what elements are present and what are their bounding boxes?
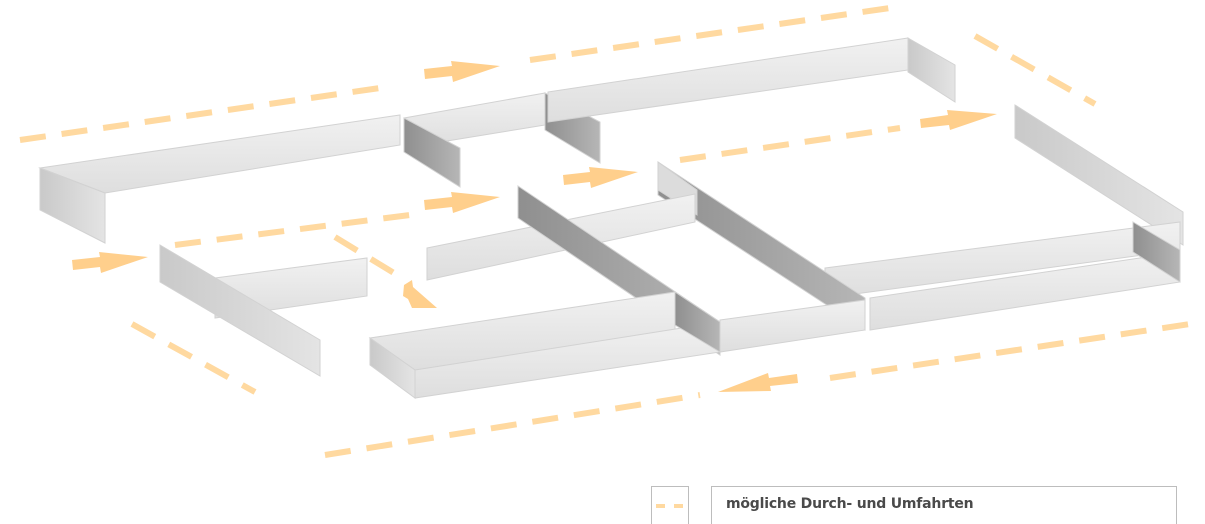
route-line-bottom-right (829, 321, 1191, 381)
arrow-right-icon (563, 167, 638, 188)
wall-top-center-dark (403, 117, 461, 188)
dashed-line-icon (674, 504, 683, 508)
wall-top-right-face (547, 37, 909, 123)
route-line-top-left (19, 85, 381, 143)
arrow-down-icon (403, 280, 437, 308)
wall-right-diagonal (1014, 104, 1184, 246)
wall-middle-lower (719, 299, 866, 353)
route-line-middle-left (174, 212, 411, 248)
wall-bottom-dark (674, 291, 721, 353)
legend-label: mögliche Durch- und Umfahrten (726, 496, 974, 512)
legend-label-box: mögliche Durch- und Umfahrten (711, 486, 1177, 524)
wall-top-left-end (39, 167, 106, 244)
route-lines (19, 5, 1191, 458)
wall-right-dark-end (1132, 221, 1181, 283)
arrow-right-icon (424, 192, 500, 213)
route-line-left-diagonal (130, 321, 257, 395)
route-arrows (72, 61, 997, 392)
route-line-top-right (529, 5, 891, 63)
arrow-right-icon (424, 61, 500, 82)
wall-top-right-end (907, 37, 956, 103)
arrow-right-icon (920, 110, 997, 130)
arrow-left-icon (718, 373, 798, 392)
route-line-center-diagonal (333, 234, 404, 281)
wall-top-left-face (38, 114, 401, 194)
legend-swatch (651, 486, 689, 524)
arrow-right-icon (72, 252, 148, 273)
wall-structures (38, 37, 1184, 399)
dashed-line-icon (656, 504, 665, 508)
wall-bottom-end (369, 337, 416, 399)
route-line-right-diagonal (973, 33, 1097, 107)
wall-left-inner-end (159, 244, 321, 377)
route-line-bottom-left (324, 392, 701, 458)
route-diagram (19, 5, 1191, 458)
route-line-middle-right (679, 125, 901, 163)
